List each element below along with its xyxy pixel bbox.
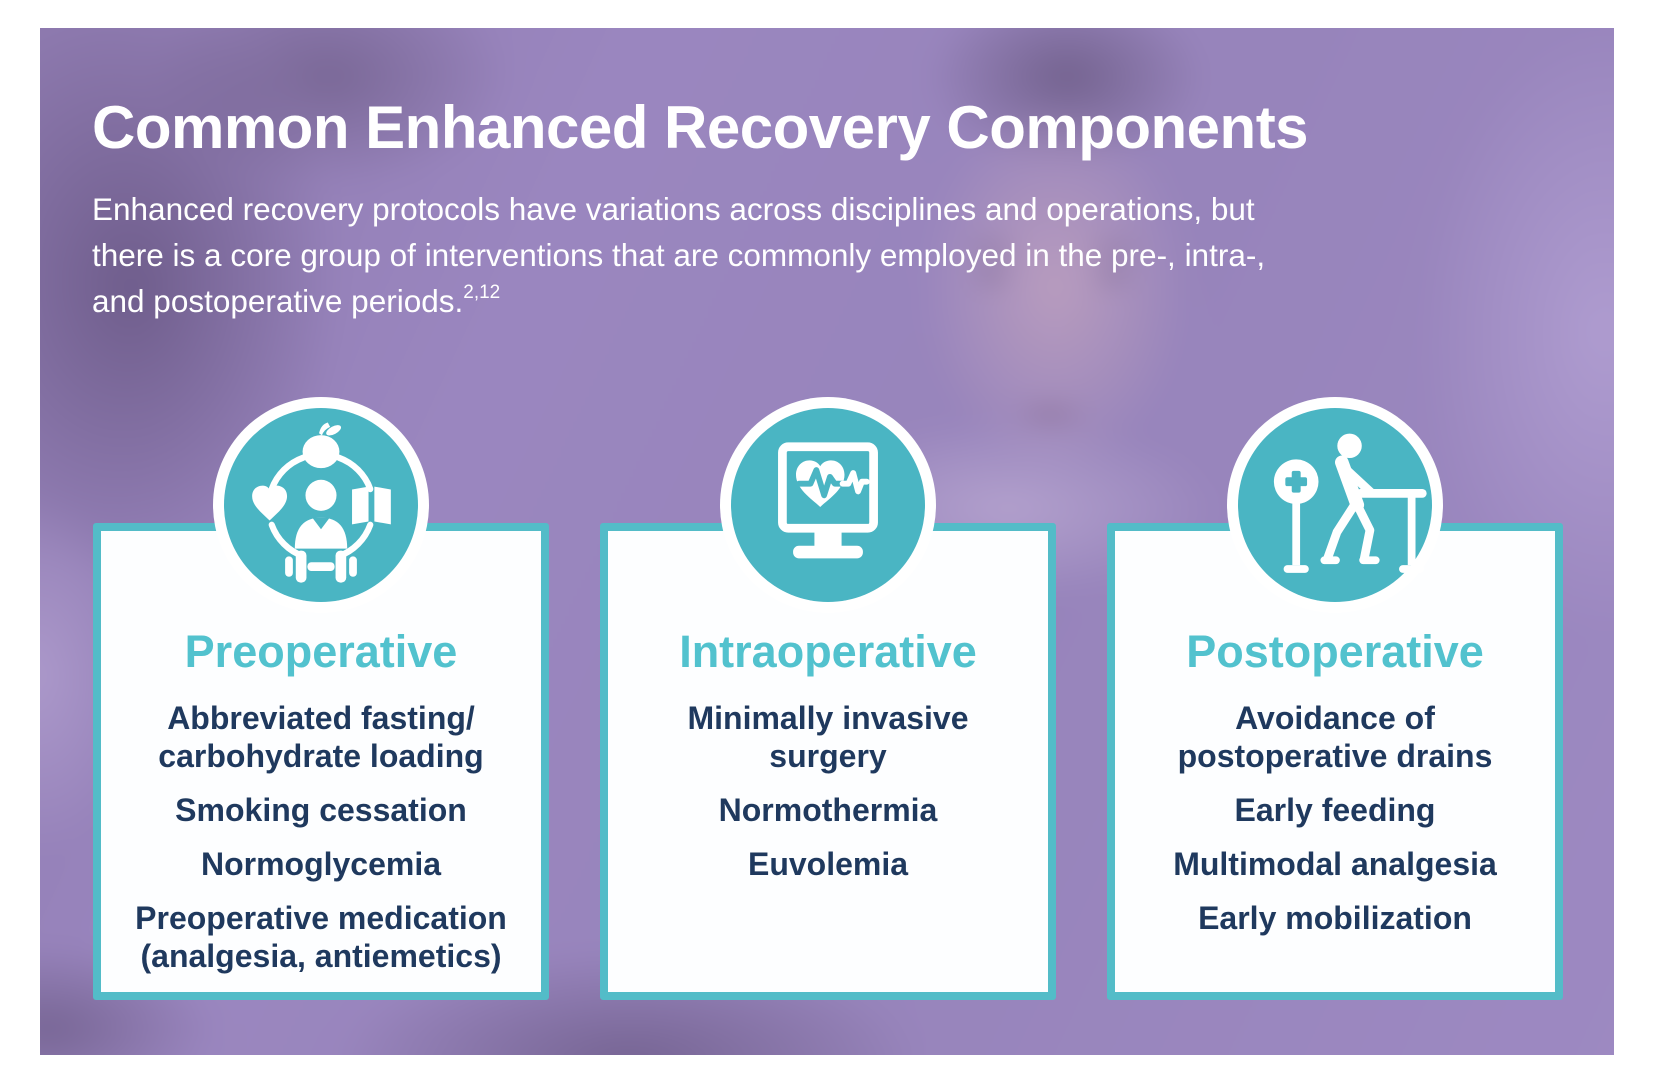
subtitle-superscript: 2,12 (463, 282, 501, 303)
item-line: Early mobilization (1198, 900, 1472, 936)
item-line: Smoking cessation (175, 792, 467, 828)
card-heading: Preoperative (184, 626, 458, 677)
item-line: Avoidance of (1235, 700, 1435, 736)
list-item: Normothermia (608, 791, 1048, 829)
item-line: surgery (769, 738, 887, 774)
heart-monitor-icon (778, 442, 878, 559)
item-line: Preoperative medication (135, 900, 507, 936)
card-intraoperative: Intraoperative Minimally invasive surger… (600, 397, 1056, 1000)
list-item: Early feeding (1115, 791, 1555, 829)
card-preoperative: Preoperative Abbreviated fasting/ carboh… (93, 397, 549, 1000)
item-line: (analgesia, antiemetics) (140, 938, 502, 974)
card-heading: Postoperative (1186, 626, 1484, 677)
card-items: Minimally invasive surgery Normothermia … (608, 699, 1048, 883)
item-line: Early feeding (1234, 792, 1436, 828)
list-item: Preoperative medication (analgesia, anti… (101, 899, 541, 975)
item-line: Minimally invasive (687, 700, 969, 736)
item-line: Abbreviated fasting/ (167, 700, 475, 736)
purple-photo-panel: Common Enhanced Recovery Components Enha… (40, 28, 1614, 1055)
subtitle-line: there is a core group of interventions t… (92, 237, 1266, 273)
item-line: Normoglycemia (200, 846, 442, 882)
list-item: Early mobilization (1115, 899, 1555, 937)
item-line: Multimodal analgesia (1173, 846, 1497, 882)
item-line: postoperative drains (1177, 738, 1493, 774)
list-item: Abbreviated fasting/ carbohydrate loadin… (101, 699, 541, 775)
item-line: carbohydrate loading (158, 738, 484, 774)
icon-badge (213, 397, 429, 613)
page-title: Common Enhanced Recovery Components (92, 94, 1309, 161)
card-items: Abbreviated fasting/ carbohydrate loadin… (101, 699, 541, 975)
subtitle-line: Enhanced recovery protocols have variati… (92, 191, 1255, 227)
cards-row: Preoperative Abbreviated fasting/ carboh… (93, 397, 1563, 1000)
icon-badge (720, 397, 936, 613)
card-postoperative: Postoperative Avoidance of postoperative… (1107, 397, 1563, 1000)
list-item: Normoglycemia (101, 845, 541, 883)
early-mobilization-icon (1273, 433, 1427, 573)
list-item: Multimodal analgesia (1115, 845, 1555, 883)
item-line: Euvolemia (747, 846, 909, 882)
card-items: Avoidance of postoperative drains Early … (1115, 699, 1555, 937)
icon-badge (1227, 397, 1443, 613)
wellness-prehabilitation-icon (252, 422, 391, 583)
list-item: Minimally invasive surgery (608, 699, 1048, 775)
list-item: Smoking cessation (101, 791, 541, 829)
item-line: Normothermia (718, 792, 938, 828)
list-item: Euvolemia (608, 845, 1048, 883)
header: Common Enhanced Recovery Components Enha… (92, 92, 1512, 324)
list-item: Avoidance of postoperative drains (1115, 699, 1555, 775)
card-heading: Intraoperative (679, 626, 977, 677)
page-subtitle: Enhanced recovery protocols have variati… (92, 186, 1512, 324)
subtitle-line: and postoperative periods. (92, 283, 464, 319)
